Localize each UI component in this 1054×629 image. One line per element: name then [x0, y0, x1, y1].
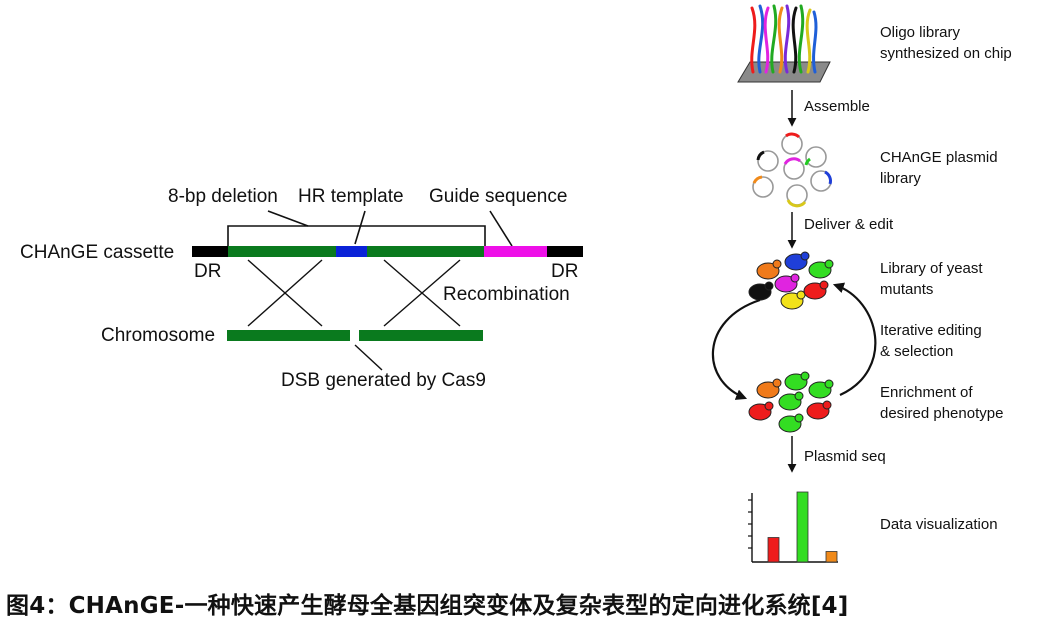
- data-viz-bar: [825, 551, 838, 563]
- cycle-arrow-left: [712, 298, 761, 400]
- data-viz-chart: [748, 491, 838, 563]
- label-chromosome: Chromosome: [101, 325, 216, 346]
- chromosome-right: [359, 330, 483, 341]
- cassette-guide-segment: [484, 246, 547, 257]
- cassette-deletion-segment: [336, 246, 367, 257]
- label-oligo-line1: Oligo library: [880, 24, 961, 41]
- label-assemble: Assemble: [804, 98, 870, 115]
- label-guide-sequence: Guide sequence: [429, 186, 568, 207]
- oligo-chip: [737, 4, 831, 83]
- label-dr-left: DR: [194, 261, 222, 282]
- label-oligo-line2: synthesized on chip: [880, 45, 1012, 62]
- label-iter-line2: & selection: [880, 343, 954, 360]
- label-change-cassette: CHAnGE cassette: [20, 242, 175, 263]
- cassette-dr-right: [547, 246, 583, 257]
- label-iter-line1: Iterative editing: [880, 322, 982, 339]
- label-hr-template: HR template: [298, 186, 404, 207]
- label-enrich-line2: desired phenotype: [880, 405, 1004, 422]
- label-data-visualization: Data visualization: [880, 516, 998, 533]
- cassette-homology-right: [367, 246, 484, 257]
- label-yeast-line2: mutants: [880, 281, 934, 298]
- data-viz-bar: [767, 537, 780, 563]
- label-plasmid-line1: CHAnGE plasmid: [880, 149, 998, 166]
- label-iterative: Iterative editing & selection: [880, 320, 982, 362]
- dsb-pointer: [354, 344, 383, 371]
- yeast-library: [748, 251, 834, 310]
- label-oligo-library: Oligo library synthesized on chip: [880, 22, 1012, 64]
- label-enrichment: Enrichment of desired phenotype: [880, 382, 1003, 424]
- cassette-bracket: [227, 210, 513, 248]
- label-dsb: DSB generated by Cas9: [281, 370, 486, 391]
- cycle-arrow-right: [832, 282, 877, 397]
- cassette-bar: [192, 246, 583, 257]
- label-enrich-line1: Enrichment of: [880, 384, 973, 401]
- label-yeast-library: Library of yeast mutants: [880, 258, 983, 300]
- enriched-yeast: [748, 371, 834, 433]
- figure-caption: 图4：CHAnGE-一种快速产生酵母全基因组突变体及复杂表型的定向进化系统[4]: [6, 593, 849, 619]
- recombination-crosses: [247, 259, 461, 327]
- chromosome-left: [227, 330, 350, 341]
- cassette-homology-left: [228, 246, 336, 257]
- chromosome-bar: [227, 330, 483, 341]
- label-plasmid-line2: library: [880, 170, 921, 187]
- label-recombination: Recombination: [443, 284, 570, 305]
- data-viz-bar: [796, 491, 809, 563]
- label-dr-right: DR: [551, 261, 579, 282]
- label-plasmid-library: CHAnGE plasmid library: [880, 147, 998, 189]
- label-deliver-edit: Deliver & edit: [804, 216, 894, 233]
- label-plasmid-seq: Plasmid seq: [804, 448, 886, 465]
- label-yeast-line1: Library of yeast: [880, 260, 983, 277]
- label-8bp-deletion: 8-bp deletion: [168, 186, 278, 207]
- plasmid-library: [752, 132, 832, 208]
- cassette-dr-left: [192, 246, 228, 257]
